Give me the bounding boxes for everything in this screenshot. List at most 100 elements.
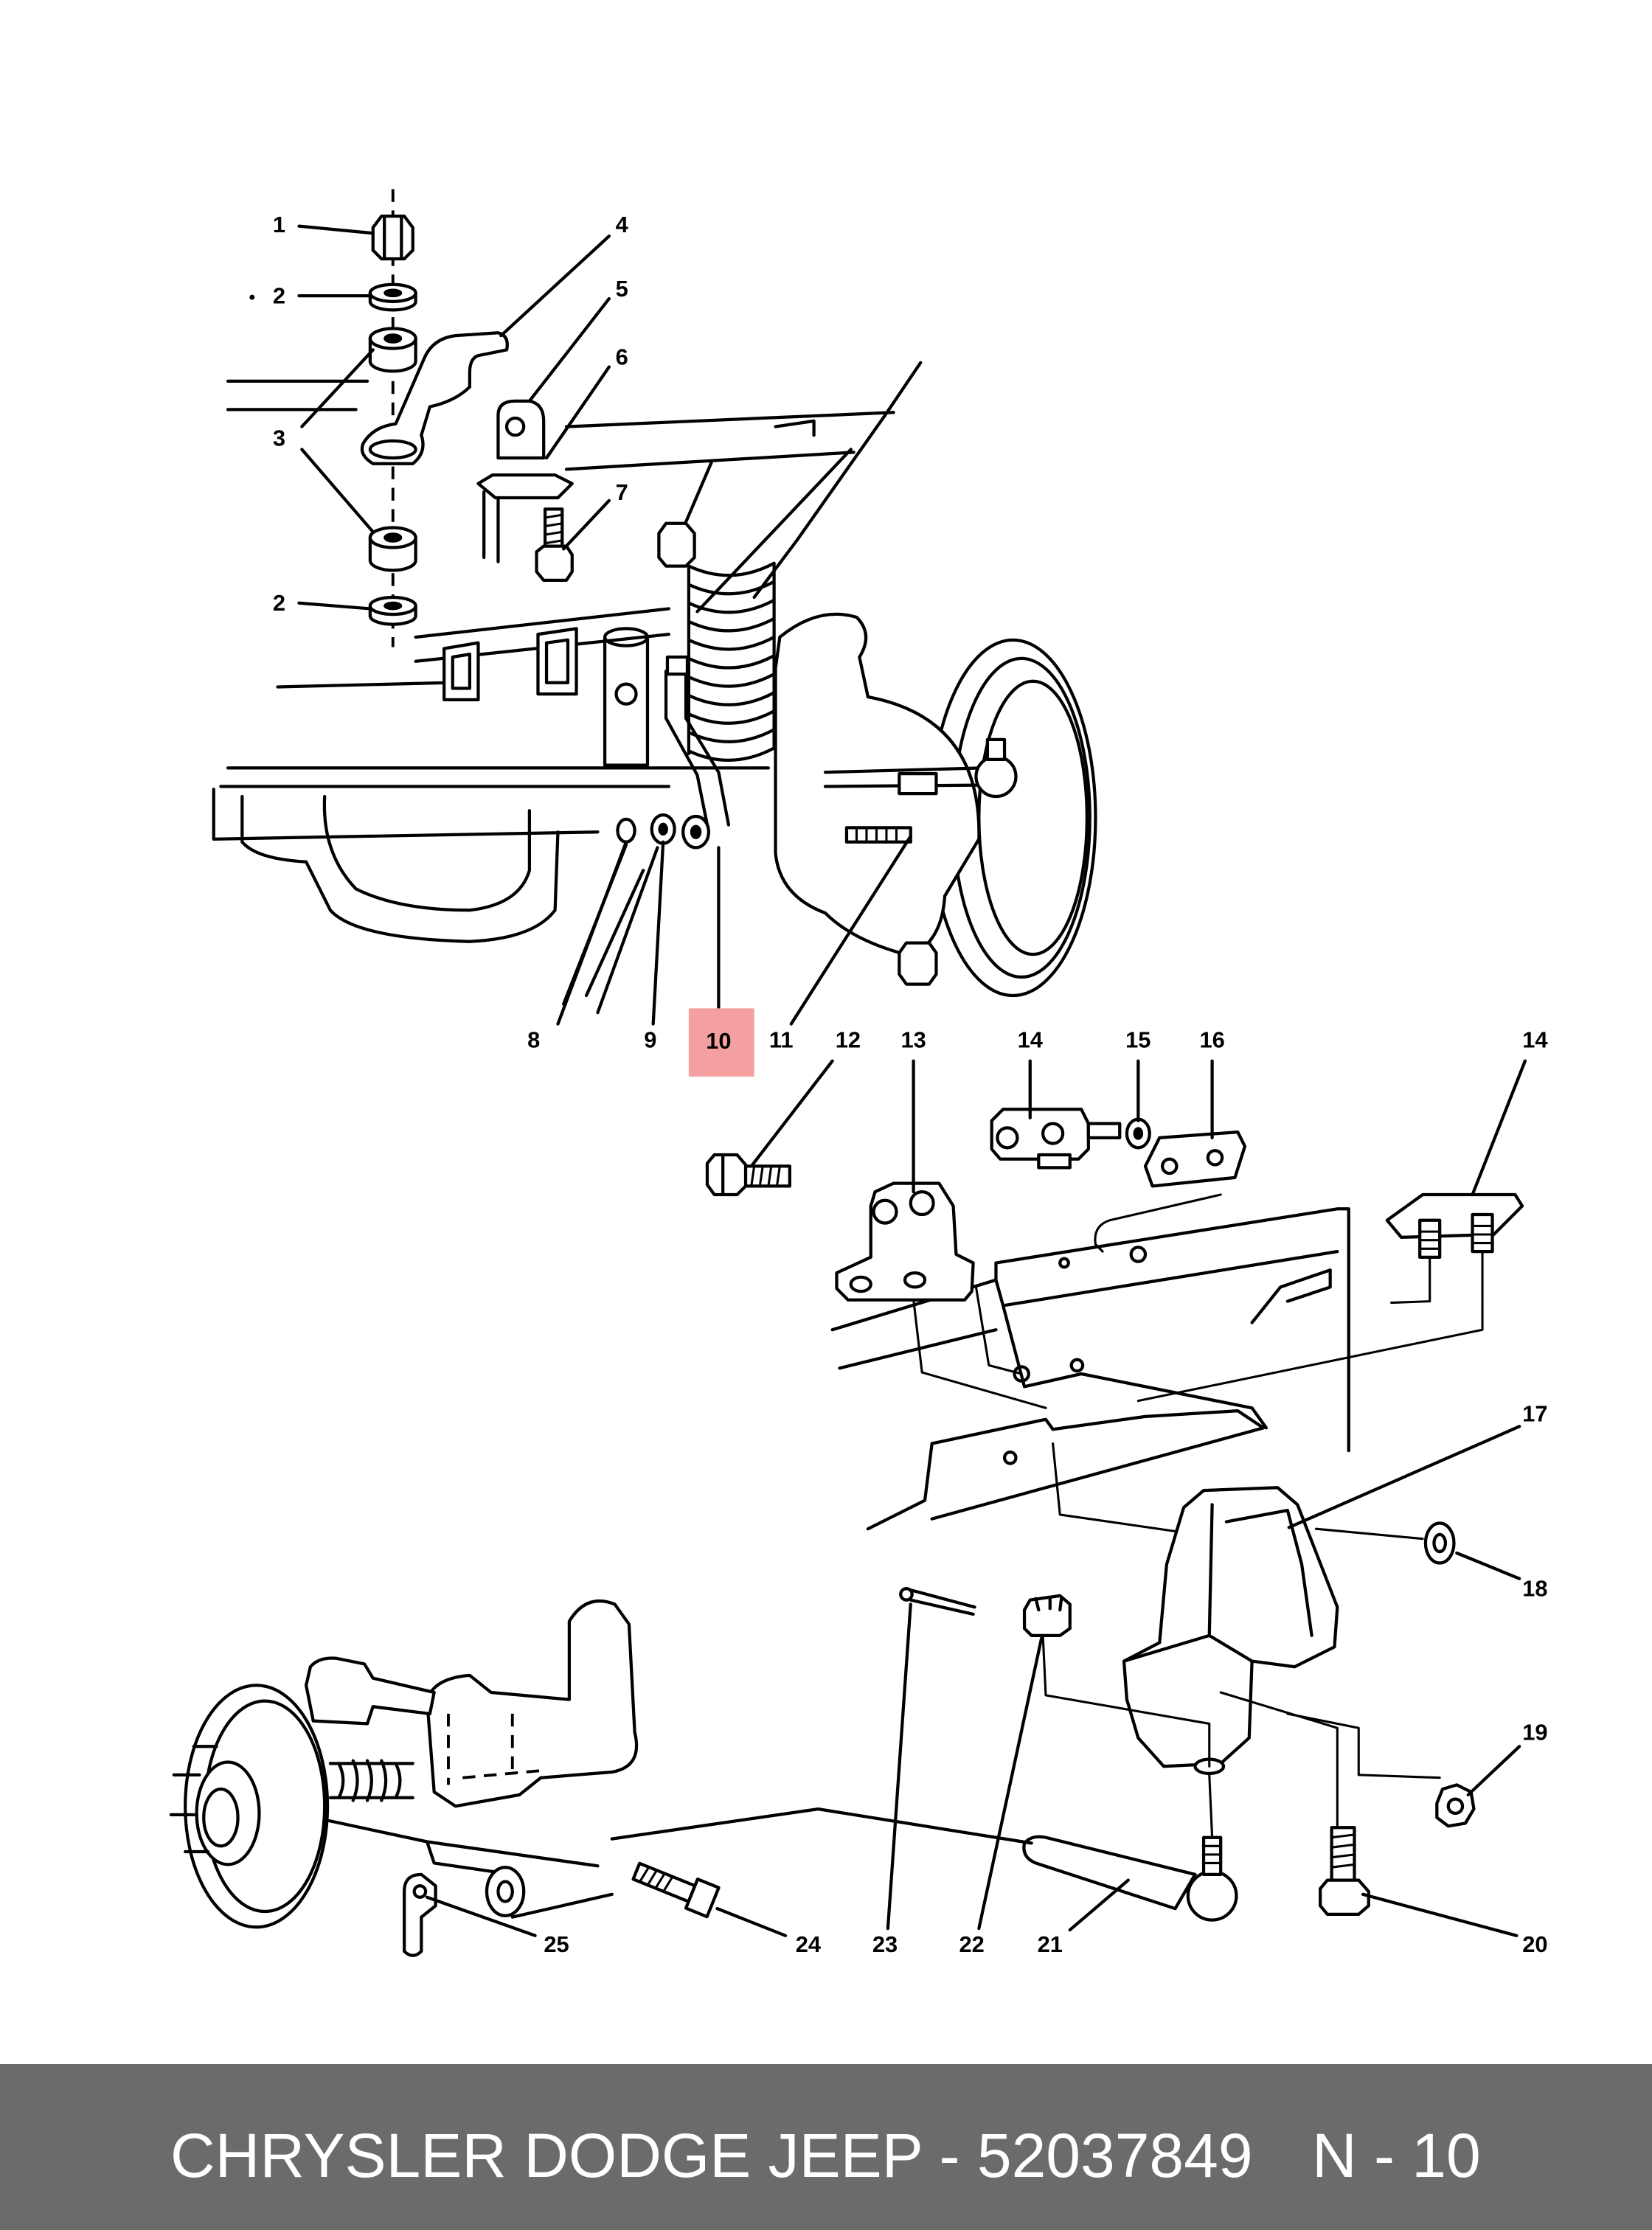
callout-18: 18 — [1522, 1576, 1547, 1602]
tie-rod-stud — [985, 737, 1007, 761]
bolt-7-head — [535, 544, 574, 582]
plate-14-right-stud — [1418, 1218, 1442, 1259]
stray-dot — [249, 294, 255, 300]
bolt-24-shank — [631, 1861, 697, 1903]
frame-hole — [1069, 1358, 1085, 1373]
washer-9-hole — [658, 822, 668, 836]
callouts: 1 2 2 3 4 5 6 7 8 9 10 11 12 13 14 15 16… — [273, 212, 1548, 1957]
callout-22: 22 — [959, 1931, 985, 1957]
leader-line-2-lower — [297, 601, 372, 611]
bushing-3-upper-hole — [384, 333, 403, 344]
leader-line-9 — [651, 840, 665, 1026]
frame-hole — [1002, 1450, 1018, 1465]
bushing-clamp-6-legs — [482, 490, 500, 563]
leader-line-25 — [425, 1895, 537, 1937]
leader-line-11 — [789, 834, 912, 1026]
footer-bar: CHRYSLER DODGE JEEP - 52037849 N - 10 — [0, 2064, 1652, 2230]
plate-16-hole — [1160, 1157, 1179, 1175]
callout-15: 15 — [1125, 1027, 1150, 1052]
callout-8: 8 — [527, 1027, 540, 1052]
upper-frame-rail — [564, 411, 895, 471]
callout-1: 1 — [273, 212, 285, 237]
bracket-13-hole — [909, 1190, 935, 1217]
frame-rail-flange — [866, 1409, 1266, 1531]
callout-7: 7 — [616, 479, 628, 505]
drag-link — [664, 670, 731, 827]
leader-line-1 — [297, 224, 375, 235]
nut-18-hole — [1432, 1532, 1448, 1554]
bolt-24-threads — [638, 1866, 674, 1893]
knuckle-spring — [328, 1759, 414, 1802]
bolt-12-head — [705, 1153, 748, 1197]
callout-2-lower: 2 — [273, 590, 285, 616]
bolt-20-threads — [1330, 1833, 1356, 1869]
callout-11: 11 — [769, 1027, 794, 1052]
plate-14-stud — [1086, 1122, 1122, 1139]
tie-rod-end-21 — [1022, 1835, 1197, 1911]
callout-24: 24 — [796, 1931, 821, 1957]
assembly-line — [911, 1193, 1484, 1540]
callout-23: 23 — [872, 1931, 898, 1957]
tie-rod-end-21-stud — [1201, 1835, 1223, 1876]
castle-nut-22-slots — [1034, 1595, 1063, 1612]
lower-ball-joint-nut — [898, 941, 938, 986]
frame-diagonal — [667, 361, 923, 614]
front-axle-assembly — [212, 361, 1097, 1015]
sway-bar-link-assembly — [226, 189, 574, 647]
steering-arm — [304, 1656, 436, 1726]
callout-2-upper: 2 — [273, 283, 285, 309]
bushing-10-hole — [690, 824, 702, 839]
washer-15-hole — [1133, 1127, 1144, 1140]
bushing-clamp-6 — [476, 473, 574, 500]
bushing — [485, 1866, 526, 1917]
plate-14-right-threads — [1418, 1224, 1494, 1250]
callout-5: 5 — [616, 276, 628, 302]
castle-nut-22 — [1022, 1594, 1072, 1637]
lower-link — [325, 1819, 600, 1876]
knuckle-hidden-line — [447, 1713, 541, 1785]
callout-4: 4 — [616, 212, 628, 237]
leader-line-3 — [300, 348, 375, 534]
wheel-studs — [169, 1745, 218, 1854]
bracket-13-hole — [849, 1275, 872, 1293]
wheel-hub-center — [202, 1788, 240, 1848]
bushing-hole — [496, 1880, 514, 1903]
plate-16-hole — [1206, 1149, 1224, 1167]
callout-10: 10 — [706, 1028, 731, 1054]
callout-3: 3 — [273, 425, 285, 451]
callout-20: 20 — [1522, 1931, 1547, 1957]
axle-tube — [510, 1807, 1033, 1919]
drag-link-stud — [665, 655, 690, 676]
tie-rod-sleeve — [898, 772, 938, 796]
leader-line-4 — [499, 235, 611, 338]
plate-16 — [1143, 1130, 1247, 1188]
bracket-17-edges — [1122, 1503, 1313, 1663]
sway-bar-bracket-a — [442, 641, 480, 701]
leader-line-8 — [556, 840, 628, 1026]
plate-14-left-hole — [1041, 1122, 1065, 1145]
callout-14-left: 14 — [1018, 1027, 1043, 1052]
sway-bar-bracket-b-inner — [544, 638, 570, 684]
tie-rod-end-21-threads — [1202, 1844, 1222, 1864]
plate-14-right — [1385, 1192, 1524, 1239]
callout-19: 19 — [1522, 1720, 1547, 1746]
frame-crossmember — [240, 794, 560, 943]
leader-line-22 — [977, 1636, 1044, 1931]
leader-line-6 — [544, 365, 611, 460]
lower-control-arm — [562, 843, 659, 1015]
knuckle-assembly — [169, 1599, 1033, 1957]
callout-16: 16 — [1199, 1027, 1224, 1052]
bushing-3-lower-hole — [384, 532, 403, 543]
shock-absorber-nut — [614, 682, 638, 706]
washer-2-upper-hole — [384, 288, 403, 298]
assembly-line — [1041, 1634, 1441, 1839]
leader-line-17 — [1287, 1425, 1521, 1529]
tie-rod-end-21-ball — [1186, 1869, 1238, 1922]
callout-9: 9 — [644, 1027, 656, 1052]
clamp-25 — [403, 1872, 437, 1957]
nut-19 — [1435, 1783, 1476, 1828]
frame-hole — [1058, 1257, 1070, 1269]
sway-bar-bushing-5 — [496, 399, 546, 460]
cotter-pin-23 — [909, 1588, 976, 1616]
bracket-13 — [835, 1181, 975, 1302]
